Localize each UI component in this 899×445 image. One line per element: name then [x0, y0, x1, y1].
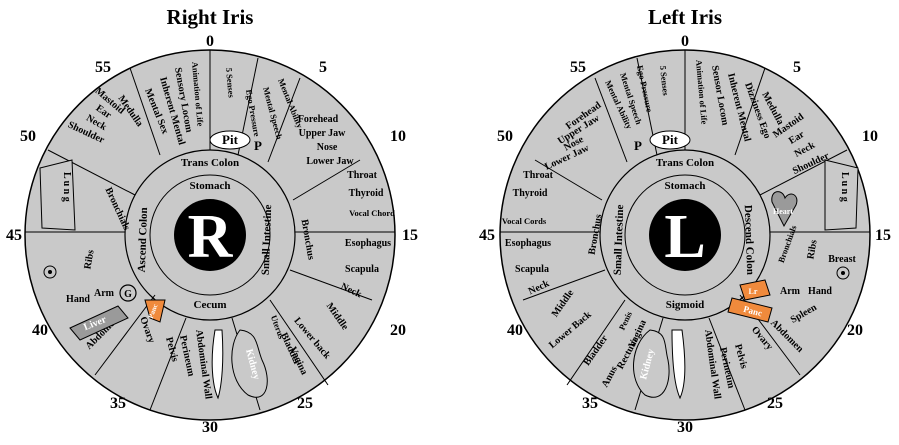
right-clock-30: 30: [202, 419, 218, 436]
left-kidney-shape: [633, 329, 670, 398]
left-iris-title: Left Iris: [648, 5, 722, 29]
left-pupil: [649, 199, 721, 271]
right-seg-vocal-chord: Vocal Chord: [349, 208, 395, 218]
left-clock-5: 5: [793, 59, 801, 76]
right-seg-g: G: [124, 289, 132, 300]
left-clock-40: 40: [507, 322, 523, 339]
right-iris-title: Right Iris: [167, 5, 254, 29]
right-stomach: Stomach: [190, 180, 231, 192]
left-ureter-shape: [671, 329, 686, 400]
left-panc-shape: [727, 297, 773, 323]
left-seg-lr: Lr: [749, 287, 758, 296]
left-seg-esophagus: Esophagus: [505, 238, 551, 249]
right-clock-15: 15: [402, 227, 418, 244]
left-small-intestine: Small Intestine: [612, 204, 626, 275]
left-seg-heart: Heart: [773, 207, 793, 216]
left-seg-throat: Throat: [523, 170, 553, 181]
right-panc-shape: [144, 299, 166, 323]
left-trans-colon: Trans Colon: [656, 157, 714, 169]
right-seg-esophagus: Esophagus: [345, 238, 391, 249]
right-seg-upper-jaw: Upper Jaw: [299, 128, 347, 139]
right-iris: R 0 5 10 15 20 25 30 35 40 45 50 55: [6, 33, 418, 436]
right-clock-45: 45: [6, 227, 22, 244]
left-seg-pit: Pit: [662, 132, 679, 147]
right-pit-shape: [209, 130, 251, 150]
left-stomach: Stomach: [665, 180, 706, 192]
right-seg-hand: Hand: [66, 294, 90, 305]
right-ureter-shape: [211, 329, 224, 400]
right-seg-p: P: [254, 138, 262, 153]
right-seg-ribs: Ribs: [82, 249, 96, 270]
left-seg-panc: Panc: [742, 304, 763, 319]
left-clock-15: 15: [875, 227, 891, 244]
right-seg-lower-jaw: Lower Jaw: [306, 156, 354, 167]
left-clock-0: 0: [681, 33, 689, 50]
left-clock-30: 30: [677, 419, 693, 436]
left-clock-50: 50: [497, 128, 513, 145]
right-clock-20: 20: [390, 322, 406, 339]
left-clock-45: 45: [479, 227, 495, 244]
right-clock-5: 5: [319, 59, 327, 76]
right-clock-40: 40: [32, 322, 48, 339]
left-pit-shape: [649, 130, 691, 150]
right-clock-0: 0: [206, 33, 214, 50]
right-clock-50: 50: [20, 128, 36, 145]
right-g-circle: [119, 284, 137, 302]
left-seg-p: P: [634, 138, 642, 153]
right-small-intestine: Small Intestine: [260, 204, 274, 275]
right-clock-55: 55: [95, 59, 111, 76]
right-clock-35: 35: [110, 395, 126, 412]
left-clock-25: 25: [767, 395, 783, 412]
right-lung-shape: [39, 159, 76, 231]
right-clock-10: 10: [390, 128, 406, 145]
left-lung-shape: [824, 159, 859, 231]
left-lr-shape: [739, 279, 771, 301]
left-clock-20: 20: [847, 322, 863, 339]
right-seg-5-senses: 5 Senses: [224, 67, 237, 98]
right-breast-circle: [43, 265, 57, 279]
left-seg-scapula: Scapula: [515, 264, 549, 275]
left-seg-5-senses: 5 Senses: [658, 65, 671, 97]
left-seg-breast: Breast: [828, 254, 856, 265]
right-kidney-shape: [231, 329, 268, 398]
left-seg-hand: Hand: [808, 286, 832, 297]
left-breast-dot: [841, 271, 845, 275]
left-seg-vocal-cords: Vocal Cords: [502, 216, 547, 226]
right-seg-throat: Throat: [347, 170, 377, 181]
right-liver-shape: [69, 305, 129, 341]
left-sigmoid: Sigmoid: [666, 299, 705, 311]
right-letter: R: [188, 203, 234, 271]
left-letter: L: [664, 203, 705, 271]
right-clock-25: 25: [297, 395, 313, 412]
left-clock-35: 35: [582, 395, 598, 412]
right-seg-arm: Arm: [94, 288, 115, 299]
left-descend-colon: Descend Colon: [742, 205, 756, 275]
left-clock-55: 55: [570, 59, 586, 76]
right-ascend-colon: Ascend Colon: [136, 207, 150, 272]
left-seg-arm: Arm: [780, 286, 801, 297]
right-seg-scapula: Scapula: [345, 264, 379, 275]
right-cecum: Cecum: [194, 299, 227, 311]
right-seg-thyroid: Thyroid: [349, 188, 384, 199]
left-heart-shape: [771, 191, 798, 228]
left-seg-thyroid: Thyroid: [513, 188, 548, 199]
right-breast-dot: [48, 270, 52, 274]
right-seg-lung: L u n g: [61, 172, 72, 202]
left-clock-10: 10: [862, 128, 878, 145]
left-breast-circle: [836, 266, 850, 280]
left-iris: L 0 5 10 15 20 25 30 35 40 45 50 55 Stom…: [479, 33, 891, 436]
right-seg-pit: Pit: [222, 132, 239, 147]
right-trans-colon: Trans Colon: [181, 157, 239, 169]
right-seg-nose: Nose: [317, 142, 338, 153]
right-pupil: [174, 199, 246, 271]
left-seg-ribs: Ribs: [805, 239, 819, 260]
right-seg-forehead: Forehead: [298, 114, 339, 125]
left-seg-lung: L u n g: [839, 172, 850, 202]
